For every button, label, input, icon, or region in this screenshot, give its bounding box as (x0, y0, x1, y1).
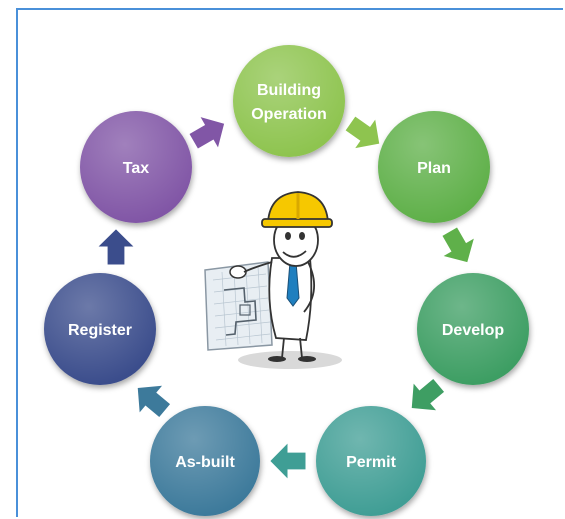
blueprint-sheet (204, 261, 273, 351)
hard-hat-icon (261, 191, 333, 228)
construction-worker-illustration (204, 191, 342, 369)
arrow-develop-to-permit (411, 378, 445, 411)
arrow-tax-to-operation (189, 117, 225, 149)
arrow-operation-to-plan (345, 116, 380, 149)
stage-label-develop: Develop (442, 322, 504, 339)
arrow-plan-to-develop (442, 227, 474, 263)
stage-gloss (80, 111, 192, 223)
stage-node-permit: Permit (316, 406, 426, 516)
stage-gloss (417, 273, 529, 385)
stage-gloss (233, 45, 345, 157)
stage-label-tax: Tax (123, 160, 149, 177)
stage-node-register: Register (44, 273, 156, 385)
stage-label-register: Register (68, 322, 132, 339)
stage-node-as-built: As-built (150, 406, 260, 516)
stage-gloss (316, 406, 426, 516)
arrow-permit-to-asbuilt (270, 443, 306, 479)
stage-node-develop: Develop (417, 273, 529, 385)
stage-gloss (150, 406, 260, 516)
stage-gloss (378, 111, 490, 223)
stage-node-tax: Tax (80, 111, 192, 223)
diagram-frame (16, 8, 563, 517)
arrow-asbuilt-to-register (137, 385, 171, 418)
stage-label-as-built: As-built (175, 454, 235, 471)
stage-node-plan: Plan (378, 111, 490, 223)
stage-label-permit: Permit (346, 454, 396, 471)
stage-label-building-operation: Building (257, 82, 321, 99)
stage-label-building-operation: Operation (251, 106, 327, 123)
stage-gloss (44, 273, 156, 385)
stage-label-plan: Plan (417, 160, 451, 177)
arrow-register-to-tax (98, 229, 134, 265)
